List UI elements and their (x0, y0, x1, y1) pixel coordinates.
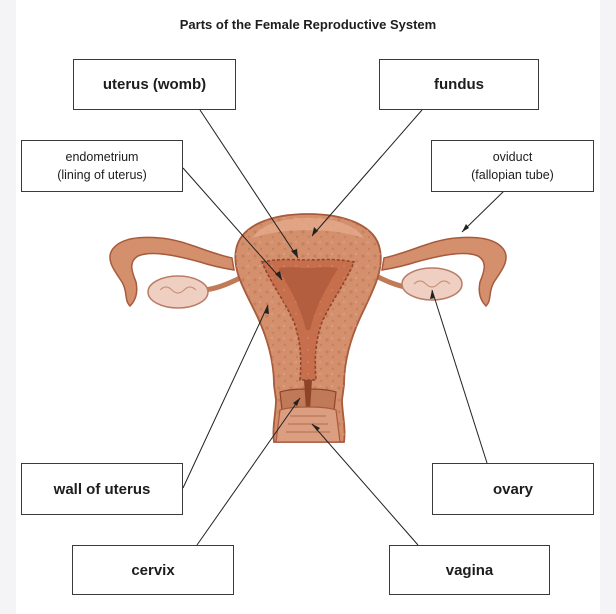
right-ovary (401, 267, 463, 301)
arrow-vagina (312, 424, 320, 431)
label-fundus: fundus (379, 59, 539, 110)
left-ovarian-ligament (204, 273, 246, 293)
leader-ovary (431, 289, 488, 464)
left-fallopian-tube (109, 236, 235, 308)
label-oviduct: oviduct (fallopian tube) (431, 140, 594, 192)
label-wall-of-uterus: wall of uterus (21, 463, 183, 515)
diagram-title: Parts of the Female Reproductive System (179, 17, 437, 32)
left-ovary (147, 275, 209, 309)
label-endometrium: endometrium (lining of uterus) (21, 140, 183, 192)
endometrium-line2: (lining of uterus) (57, 168, 147, 182)
oviduct-line2: (fallopian tube) (471, 168, 554, 182)
label-vagina: vagina (389, 545, 550, 595)
label-uterus: uterus (womb) (73, 59, 236, 110)
label-cervix: cervix (72, 545, 234, 595)
oviduct-line1: oviduct (492, 149, 533, 164)
uterine-cavity (278, 267, 338, 330)
arrow-ovary (430, 290, 435, 299)
label-ovary: ovary (432, 463, 594, 515)
leader-cervix (196, 397, 301, 546)
fundus-region (252, 218, 364, 238)
arrow-fundus (312, 227, 318, 236)
leader-uterus (199, 109, 299, 259)
leader-fundus (311, 109, 423, 237)
leader-oviduct (461, 189, 506, 233)
arrow-uterus (291, 249, 298, 258)
arrow-oviduct (462, 224, 469, 232)
leader-wall (182, 304, 269, 489)
arrow-wall (264, 305, 269, 314)
right-fallopian-tube (381, 236, 507, 308)
leader-endometrium (182, 167, 283, 281)
arrow-endometrium (275, 271, 282, 280)
arrow-cervix (293, 398, 300, 406)
leader-vagina (311, 423, 419, 546)
endometrium-line1: endometrium (65, 149, 139, 164)
